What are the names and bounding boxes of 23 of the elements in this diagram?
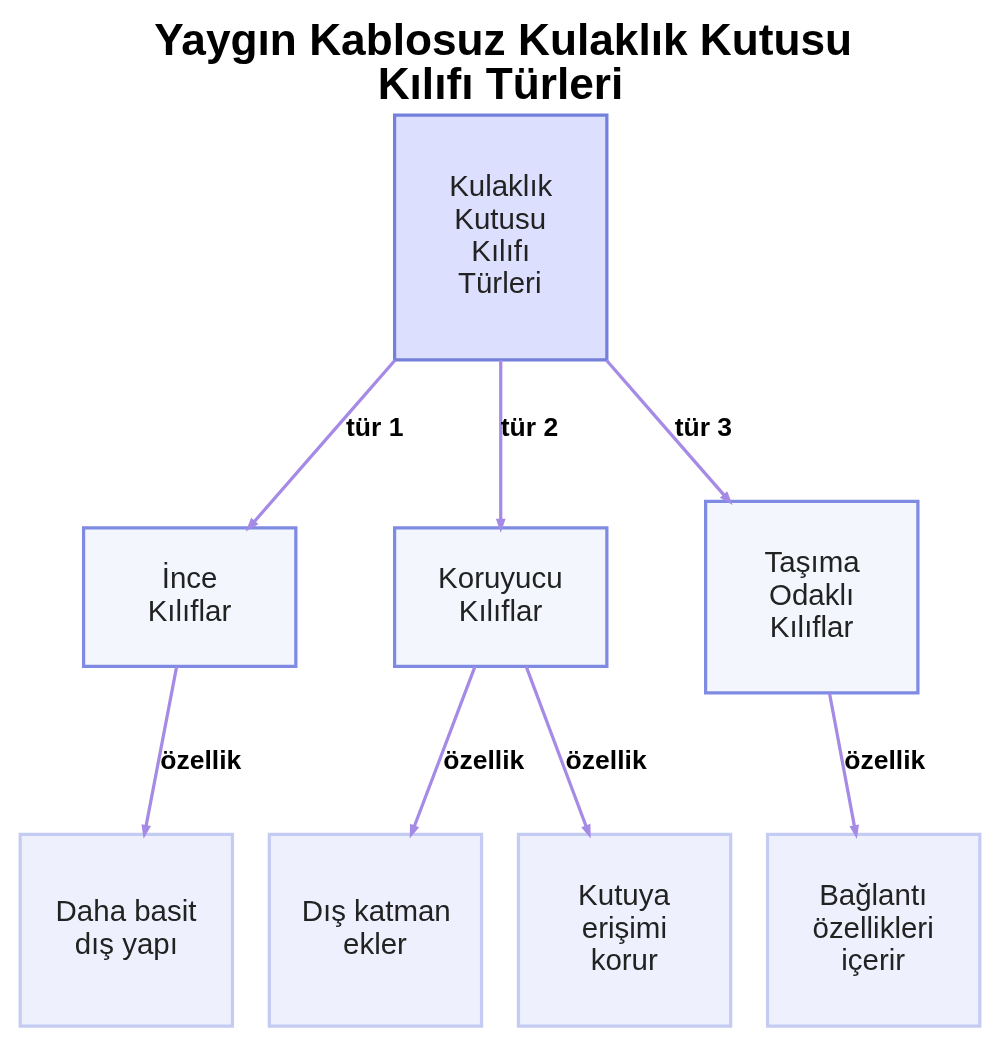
node-box: Taşıma Odaklı Kılıflar xyxy=(704,499,920,695)
arrow xyxy=(827,692,860,839)
node-box: Dış katman ekler xyxy=(267,832,484,1028)
arrow xyxy=(245,358,397,531)
edge-label: tür 1 xyxy=(345,411,404,442)
node-box: Kutuya erişimi korur xyxy=(516,832,733,1028)
diagram-title: Yaygın Kablosuz Kulaklık Kutusu Kılıfı Türleri xyxy=(154,14,853,108)
edge-label: özellik xyxy=(443,744,525,775)
edge-label: tür 2 xyxy=(500,411,559,442)
arrow xyxy=(605,358,733,505)
edge-label: özellik xyxy=(160,744,242,775)
node-box: İnce Kılıflar xyxy=(81,525,298,668)
edge-label: özellik xyxy=(844,744,926,775)
node-box: Daha basit dış yapı xyxy=(18,832,235,1028)
arrow xyxy=(409,665,477,839)
arrow xyxy=(524,665,591,839)
arrow xyxy=(495,359,506,533)
arrow xyxy=(141,665,179,839)
node-box: Koruyucu Kılıflar xyxy=(393,525,609,668)
node-box: Kulaklık Kutusu Kılıfı Türleri xyxy=(393,113,609,361)
node-box: Bağlantı özellikleri içerir xyxy=(765,832,982,1028)
edge-label: tür 3 xyxy=(674,411,733,442)
edge-label: özellik xyxy=(565,744,647,775)
